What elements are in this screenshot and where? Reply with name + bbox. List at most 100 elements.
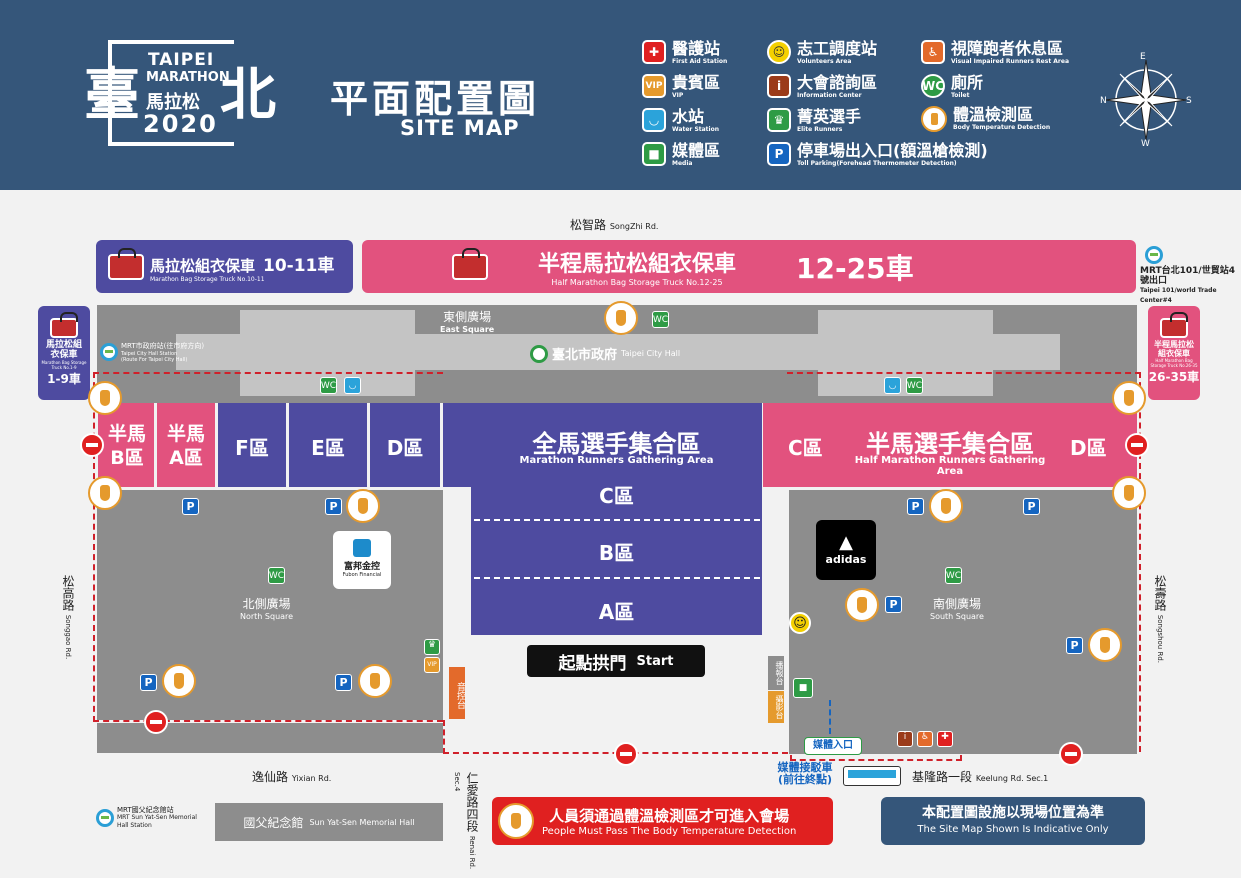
toilet-icon: WC xyxy=(945,567,962,584)
east-square-label: 東側廣場 East Square xyxy=(440,310,495,334)
zone-d xyxy=(370,403,440,487)
page-title: 平面配置圖 xyxy=(330,77,541,121)
road-renai: 仁愛路四段 Renai Rd. Sec.4 xyxy=(453,772,479,870)
zone-f xyxy=(218,403,286,487)
water-icon: ◡ xyxy=(884,377,901,394)
zone-half-b-label: 半馬B區 xyxy=(107,423,146,469)
info-icon: i xyxy=(767,74,791,98)
half-marathon-gathering-area xyxy=(763,403,1137,487)
zone-half-a-label: 半馬A區 xyxy=(166,423,205,469)
temperature-notice: 人員須通過體溫檢測區才可進入會場 People Must Pass The Bo… xyxy=(492,797,833,845)
logo-taipei: TAIPEI xyxy=(148,50,215,70)
bag-icon xyxy=(108,247,144,280)
half-gathering-title: 半馬選手集合區 xyxy=(866,430,1034,458)
water-icon: ◡ xyxy=(642,108,666,132)
road-keelung: 基隆路一段 Keelung Rd. Sec.1 xyxy=(912,770,1049,784)
south-square-label: 南側廣場 South Square xyxy=(930,597,984,621)
road-yixian: 逸仙路 Yixian Rd. xyxy=(252,770,332,784)
first-aid-icon: ✚ xyxy=(937,731,953,747)
parking-icon: P xyxy=(140,674,157,691)
no-entry-icon xyxy=(1059,742,1083,766)
toilet-icon: WC xyxy=(320,377,337,394)
city-hall-logo-icon xyxy=(530,344,548,363)
toilet-icon: WC xyxy=(268,567,285,584)
zone-right-d-label: D區 xyxy=(1070,436,1107,460)
vip-icon: VIP xyxy=(424,657,440,673)
compass-n: E xyxy=(1140,52,1146,62)
indicative-notice: 本配置圖設施以現場位置為準 The Site Map Shown Is Indi… xyxy=(881,797,1145,845)
event-logo-frame xyxy=(108,40,234,146)
logo-marathon-zh: 馬拉松 xyxy=(146,92,200,113)
zone-half-a xyxy=(157,403,215,487)
zone-e-label: E區 xyxy=(311,436,345,460)
water-icon: ◡ xyxy=(344,377,361,394)
zone-connector xyxy=(443,403,471,487)
mrt-taipei101-label: MRT台北101/世貿站4號出口 Taipei 101/world Trade … xyxy=(1140,266,1235,304)
compass-s: W xyxy=(1141,139,1150,149)
parking-icon: P xyxy=(885,596,902,613)
crown-icon: ♛ xyxy=(424,639,440,655)
half-marathon-bag-truck-top: 半程馬拉松組衣保車 Half Marathon Bag Storage Truc… xyxy=(362,240,1136,293)
logo-char-bei: 北 xyxy=(220,63,276,128)
bus-icon xyxy=(843,766,901,786)
mrt-sun-yat-sen-label: MRT國父紀念館站 MRT Sun Yat-Sen Memorial Hall … xyxy=(96,806,207,830)
smile-icon: ☺ xyxy=(767,40,791,64)
bag-icon xyxy=(452,247,488,280)
thermometer-icon xyxy=(1112,381,1146,415)
no-entry-icon xyxy=(614,742,638,766)
venue-boundary-east-top xyxy=(787,372,1141,374)
zone-divider xyxy=(474,519,760,521)
half-bag-truck-right: 半程馬拉松組衣保車 Half Marathon Bag Storage Truc… xyxy=(1148,306,1200,400)
logo-char-tai: 臺 xyxy=(84,63,140,128)
no-entry-icon xyxy=(144,710,168,734)
zone-b-label: B區 xyxy=(598,541,635,565)
venue-boundary-west xyxy=(93,372,443,722)
no-entry-icon xyxy=(1125,433,1149,457)
media-entry-label: 媒體入口 xyxy=(804,737,862,755)
fubon-logo: 富邦金控 Fubon Financial xyxy=(333,531,391,589)
road-songgao: 松高路 Songgao Rd. xyxy=(61,575,75,660)
logo-marathon: MARATHON xyxy=(146,70,230,85)
mrt-icon xyxy=(1145,246,1163,264)
parking-icon: P xyxy=(182,498,199,515)
zone-f-label: F區 xyxy=(235,436,269,460)
compass-rose-icon xyxy=(1105,59,1187,141)
zone-half-b xyxy=(98,403,154,487)
legend-parking: P 停車場出入口(額溫槍檢測)Toll Parking(Forehead The… xyxy=(767,142,988,168)
adidas-logo: ▲ adidas xyxy=(816,520,876,580)
parking-icon: P xyxy=(1023,498,1040,515)
parking-icon: P xyxy=(907,498,924,515)
media-entry-path xyxy=(829,700,831,734)
zone-c-label: C區 xyxy=(599,484,634,508)
photo-booth: 攝影台 xyxy=(768,691,784,723)
blind-runner-icon: ♿ xyxy=(917,731,933,747)
thermometer-icon xyxy=(1112,476,1146,510)
parking-icon: P xyxy=(325,498,342,515)
thermometer-icon xyxy=(162,664,196,698)
thermometer-icon xyxy=(845,588,879,622)
info-icon: i xyxy=(897,731,913,747)
parking-icon: P xyxy=(335,674,352,691)
header-banner: 臺 北 TAIPEI MARATHON 馬拉松 2020 平面配置圖 SITE … xyxy=(0,0,1241,190)
vip-icon: VIP xyxy=(642,74,666,98)
toilet-icon: WC xyxy=(921,74,945,98)
marathon-gathering-title: 全馬選手集合區 xyxy=(532,430,701,458)
thermometer-icon xyxy=(1088,628,1122,662)
logo-year: 2020 xyxy=(143,110,218,138)
zone-a-label: A區 xyxy=(598,600,635,624)
thermometer-icon xyxy=(604,301,638,335)
sound-booth: 音控台 xyxy=(449,667,465,719)
parking-icon: P xyxy=(1066,637,1083,654)
media-icon: ■ xyxy=(642,142,666,166)
compass-w: N xyxy=(1100,96,1107,106)
compass-e: S xyxy=(1186,96,1192,106)
